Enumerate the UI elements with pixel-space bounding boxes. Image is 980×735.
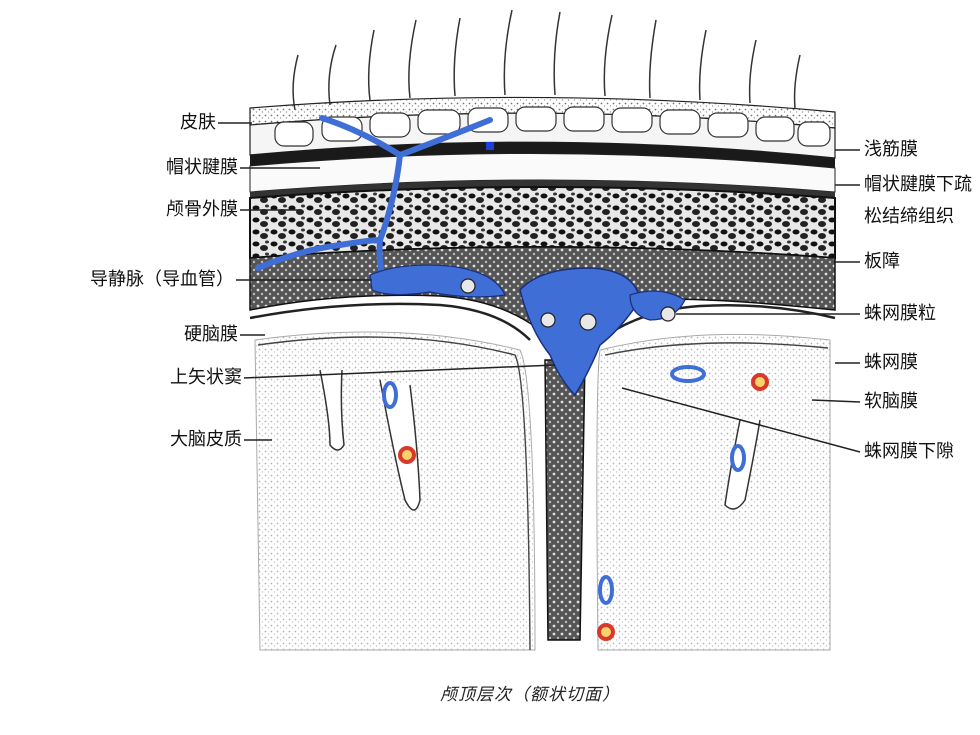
galea-layer	[250, 142, 835, 168]
lateral-lacuna-right	[629, 290, 686, 321]
pia-mater-left	[257, 336, 531, 651]
label-subgaleal-loose: 帽状腱膜下疏	[864, 174, 972, 195]
label-cerebral-cortex: 大脑皮质	[170, 429, 242, 450]
label-superficial-fascia: 浅筋膜	[864, 139, 918, 160]
label-pia-mater: 软脑膜	[864, 391, 918, 412]
pia-mater-right	[604, 342, 829, 356]
cortical-arteries	[398, 373, 769, 641]
arachnoid-layer	[249, 302, 836, 342]
hair-strands	[292, 9, 801, 111]
label-subgaleal-connective: 松结缔组织	[864, 206, 954, 227]
label-diploe: 板障	[864, 251, 900, 272]
sulcus-mid	[379, 379, 421, 511]
figure-caption: 颅顶层次（额状切面）	[440, 685, 620, 705]
emissary-veins	[255, 115, 493, 288]
arachnoid-granulations	[460, 278, 676, 331]
label-emissary-vein: 导静脉（导血管）	[90, 269, 234, 290]
label-dura-mater: 硬脑膜	[184, 324, 238, 345]
leader-lines-left	[218, 122, 556, 441]
fat-lobules	[274, 106, 831, 147]
label-skin: 皮肤	[180, 112, 216, 133]
label-subarachnoid-space: 蛛网膜下隙	[864, 441, 954, 462]
cerebral-cortex-right	[596, 333, 831, 651]
label-superior-sagittal-sinus: 上矢状窦	[170, 367, 242, 388]
cerebral-cortex-left	[254, 331, 536, 651]
label-arachnoid-granulation: 蛛网膜粒	[864, 303, 936, 324]
label-arachnoid: 蛛网膜	[864, 352, 918, 373]
marker-square	[486, 142, 494, 150]
label-galea: 帽状腱膜	[166, 157, 238, 178]
leader-lines-right	[621, 149, 861, 453]
cortical-veins	[382, 365, 746, 605]
label-pericranium: 颅骨外膜	[166, 199, 238, 220]
sulcus-left	[319, 369, 345, 451]
superior-sagittal-sinus	[519, 267, 641, 397]
falx-cerebri	[544, 359, 586, 641]
